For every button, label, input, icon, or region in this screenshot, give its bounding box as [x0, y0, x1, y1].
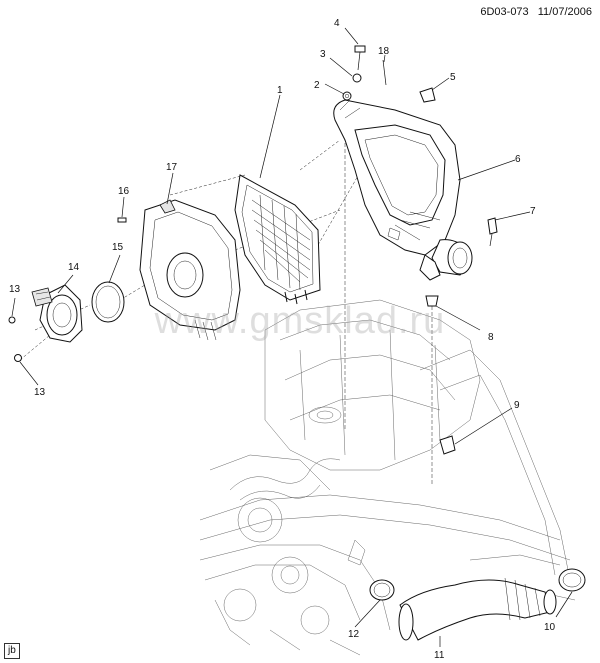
- diagram-code: 6D03-073: [480, 6, 529, 18]
- callout-15: 15: [112, 242, 124, 253]
- callout-9: 9: [514, 400, 520, 411]
- outlet-duct: [398, 577, 557, 641]
- duct-clamps: [369, 568, 586, 601]
- callout-11: 11: [434, 650, 445, 661]
- fasteners: [8, 45, 498, 455]
- callout-10: 10: [544, 622, 556, 633]
- callout-7: 7: [530, 206, 536, 217]
- callout-8: 8: [488, 332, 494, 343]
- callout-3: 3: [320, 49, 326, 60]
- callout-16: 16: [118, 186, 130, 197]
- callout-leaders: [11, 27, 573, 647]
- corner-tag: jb: [4, 643, 20, 659]
- callout-17: 17: [166, 162, 178, 173]
- seal-gasket: [91, 281, 125, 323]
- callout-4: 4: [334, 18, 340, 29]
- air-filter-element: [234, 174, 321, 305]
- callout-1: 1: [277, 85, 283, 96]
- callout-13-lower: 13: [34, 387, 46, 398]
- callout-labels: 1 2 3 4 5 6 7 8 9 10 11 12 13 13 14 15 1…: [9, 18, 556, 661]
- vehicle-frame-background: [199, 299, 576, 656]
- air-cleaner-cover-upper: [139, 199, 241, 341]
- diagram-date: 11/07/2006: [537, 6, 592, 18]
- callout-18: 18: [378, 46, 390, 57]
- callout-12: 12: [348, 629, 360, 640]
- diagram-header: 6D03-073 11/07/2006: [474, 6, 592, 18]
- air-cleaner-housing-lower: [333, 99, 473, 281]
- callout-14: 14: [68, 262, 80, 273]
- mass-air-flow-sensor: [31, 284, 83, 343]
- callout-5: 5: [450, 72, 456, 83]
- callout-6: 6: [515, 154, 521, 165]
- callout-2: 2: [314, 80, 320, 91]
- callout-13-upper: 13: [9, 284, 21, 295]
